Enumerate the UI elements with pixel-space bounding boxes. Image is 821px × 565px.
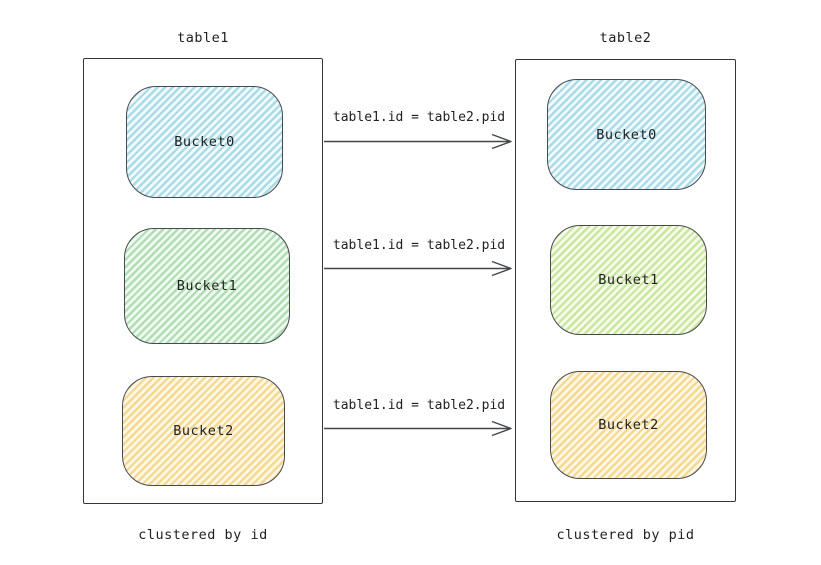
table2-bucket1-label: Bucket1 (598, 272, 659, 288)
arrow2-right-arrow-icon (324, 260, 512, 277)
table2-bucket0-label: Bucket0 (596, 126, 657, 143)
arrow3-right-arrow-icon (324, 420, 512, 437)
table1-bucket2: Bucket2 (122, 376, 285, 486)
arrow1-label: table1.id = table2.pid (332, 110, 506, 125)
table2-bucket0: Bucket0 (547, 79, 706, 190)
table2-bucket1: Bucket1 (550, 225, 707, 335)
table1-bucket2-label: Bucket2 (173, 423, 234, 439)
table1-bucket0: Bucket0 (126, 86, 283, 198)
table2-title: table2 (599, 30, 652, 46)
table1-title: table1 (177, 30, 229, 46)
arrow2-label: table1.id = table2.pid (332, 238, 506, 253)
table2-bucket2: Bucket2 (550, 371, 707, 479)
arrow3-label: table1.id = table2.pid (332, 398, 506, 413)
table1-bucket1: Bucket1 (124, 228, 290, 344)
table1-bucket1-label: Bucket1 (176, 278, 238, 294)
table1-bucket0-label: Bucket0 (174, 134, 235, 150)
table2-caption: clustered by pid (556, 527, 695, 543)
table2-bucket2-label: Bucket2 (598, 417, 659, 433)
table1-caption: clustered by id (138, 527, 268, 543)
arrow1-right-arrow-icon (324, 133, 512, 150)
